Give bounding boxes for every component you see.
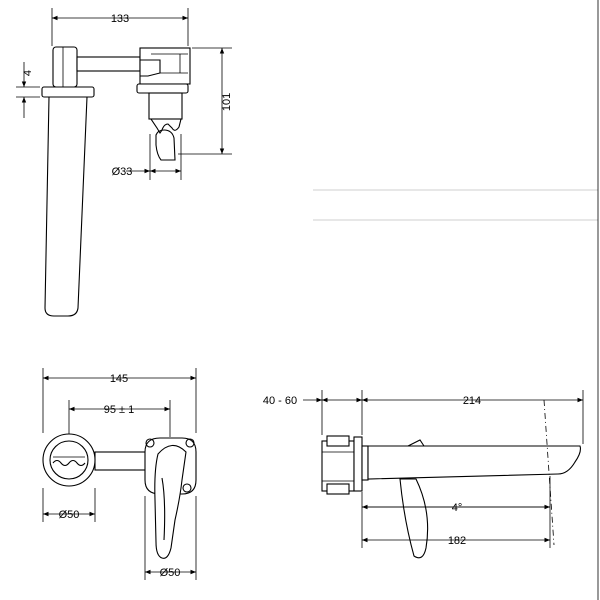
top-view-valve-block (139, 47, 191, 85)
top-view-spout (44, 96, 88, 317)
front-view-outlet-plate (42, 433, 96, 487)
side-view-rosette (353, 436, 363, 492)
top-view-valve-collar (136, 83, 189, 94)
top-view-arm (76, 56, 141, 72)
dim-flange-thickness: 4 (22, 70, 34, 76)
top-view-body (52, 46, 78, 88)
dim-front-right-diameter: Ø50 (160, 567, 181, 579)
front-view-lever (154, 444, 187, 559)
front-view-bar (94, 451, 151, 471)
dim-cartridge-diameter: Ø33 (112, 166, 133, 178)
dim-side-wall-range: 40 - 60 (263, 395, 297, 407)
top-view-cartridge (155, 129, 176, 161)
side-view: 40 - 60 214 4° 182 (263, 390, 584, 559)
dim-side-spout-length: 214 (463, 395, 481, 407)
dim-front-centres: 95 ± 1 (104, 404, 135, 416)
side-view-spout (367, 445, 581, 480)
dim-top-width: 133 (111, 13, 129, 25)
dim-side-angle: 4° (452, 502, 463, 514)
dim-top-height: 101 (221, 93, 233, 111)
dim-side-spout-reach: 182 (448, 535, 466, 547)
front-view: 145 95 ± 1 Ø50 Ø50 (42, 368, 197, 580)
dim-front-left-diameter: Ø50 (59, 509, 80, 521)
dim-front-total-width: 145 (110, 373, 128, 385)
top-view: 133 4 101 Ø33 (16, 8, 233, 317)
top-view-flange (41, 86, 95, 98)
side-view-lever (399, 478, 429, 559)
